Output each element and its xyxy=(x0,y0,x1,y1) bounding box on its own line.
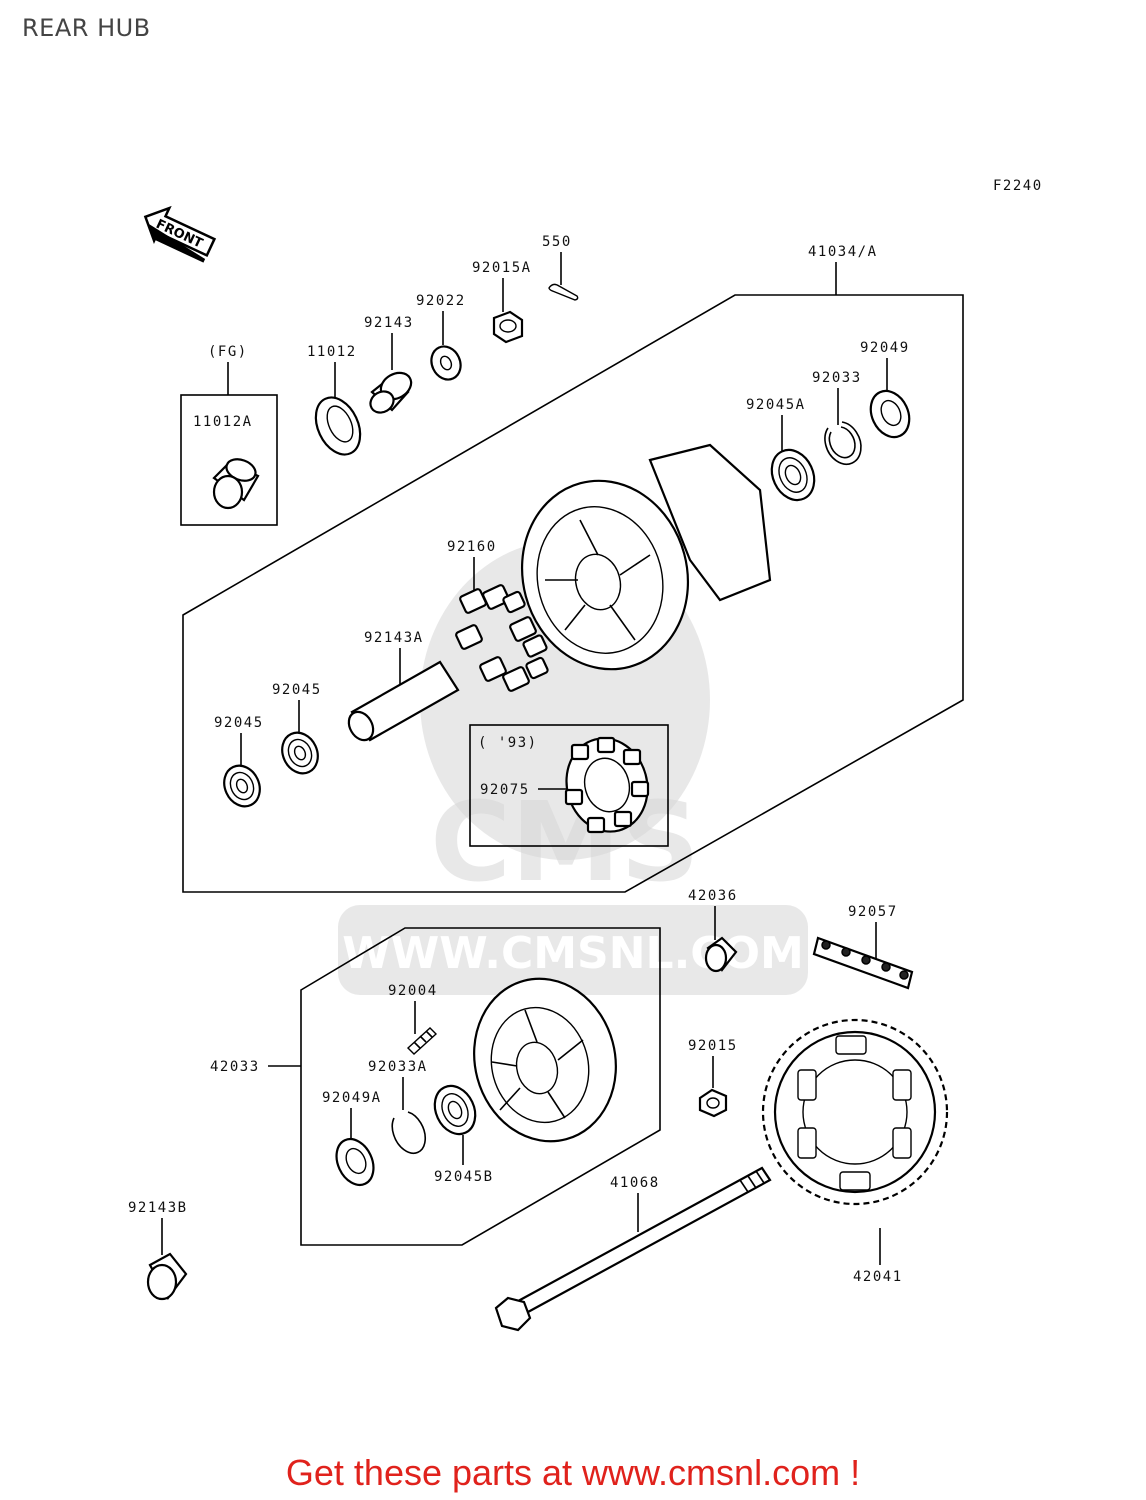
bearing-92045-1 xyxy=(281,731,319,775)
label-92143b: 92143B xyxy=(128,1200,188,1216)
bearing-92045a xyxy=(770,448,816,502)
wheel-hub xyxy=(520,443,772,671)
label-92015: 92015 xyxy=(688,1038,738,1054)
castle-nut xyxy=(492,310,524,344)
variant-93-box xyxy=(469,724,669,847)
label-42036: 42036 xyxy=(688,888,738,904)
figure-code: F2240 xyxy=(993,178,1043,194)
label-92015a: 92015A xyxy=(472,260,532,276)
sprocket-carrier-outline xyxy=(300,927,661,1246)
label-92045-1: 92045 xyxy=(272,682,322,698)
collar-tube-92143a xyxy=(347,660,460,742)
label-550: 550 xyxy=(542,234,572,250)
label-92049: 92049 xyxy=(860,340,910,356)
circlip-92033 xyxy=(824,421,862,465)
chain-92057 xyxy=(812,936,914,990)
label-fg: (FG) xyxy=(208,344,248,360)
oil-seal-92049 xyxy=(869,389,911,439)
sprocket-carrier xyxy=(473,977,617,1143)
label-92057: 92057 xyxy=(848,904,898,920)
label-92045b: 92045B xyxy=(434,1169,494,1185)
sprocket-42041 xyxy=(761,1018,949,1206)
collar-92143 xyxy=(369,371,413,414)
oil-seal-92049a xyxy=(335,1137,375,1187)
label-92160: 92160 xyxy=(447,539,497,555)
washer-92022 xyxy=(430,345,462,381)
label-92143: 92143 xyxy=(364,315,414,331)
front-arrow-icon: FRONT xyxy=(143,205,217,263)
label-41034a: 41034/A xyxy=(808,244,878,260)
hub-assembly-outline xyxy=(182,294,964,893)
dampers-92160 xyxy=(455,584,549,692)
label-92045a: 92045A xyxy=(746,397,806,413)
label-11012a: 11012A xyxy=(193,414,253,430)
fg-variant-box xyxy=(180,394,278,526)
cotter-pin xyxy=(548,283,579,301)
bearing-92045b xyxy=(433,1084,477,1136)
cmsnl-banner-link[interactable]: Get these parts at www.cmsnl.com ! xyxy=(285,1452,861,1493)
label-92033: 92033 xyxy=(812,370,862,386)
damper-ring-92075 xyxy=(564,736,650,834)
label-92049a: 92049A xyxy=(322,1090,382,1106)
label-92075: 92075 xyxy=(480,782,530,798)
label-93: ( '93) xyxy=(478,735,538,751)
cap-11012a xyxy=(212,458,260,510)
label-41068: 41068 xyxy=(610,1175,660,1191)
oil-seal-11012 xyxy=(314,396,362,456)
label-92033a: 92033A xyxy=(368,1059,428,1075)
label-92004: 92004 xyxy=(388,983,438,999)
collar-42036 xyxy=(704,936,738,973)
collar-92143b xyxy=(146,1252,188,1301)
page-title: REAR HUB xyxy=(22,14,151,42)
stud-92004 xyxy=(406,1027,438,1055)
label-92045-2: 92045 xyxy=(214,715,264,731)
label-92022: 92022 xyxy=(416,293,466,309)
label-11012: 11012 xyxy=(307,344,357,360)
label-42033: 42033 xyxy=(210,1059,260,1075)
axle-41068 xyxy=(494,1166,772,1332)
circlip-92033a xyxy=(391,1111,427,1154)
label-42041: 42041 xyxy=(853,1269,903,1285)
nut-92015 xyxy=(698,1088,728,1118)
bearing-92045-2 xyxy=(223,764,261,808)
label-92143a: 92143A xyxy=(364,630,424,646)
